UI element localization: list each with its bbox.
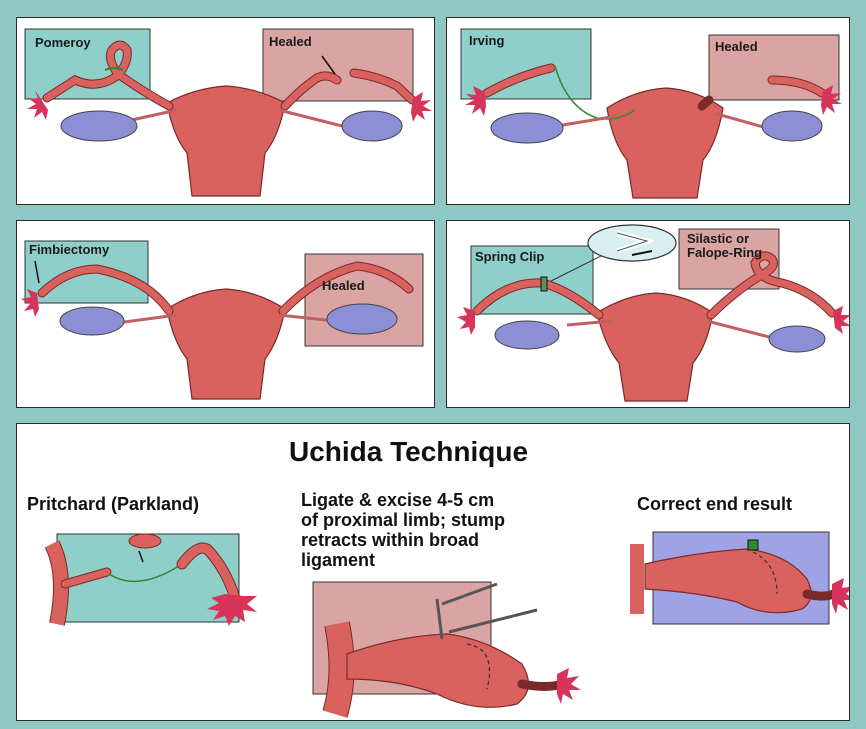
excised-segment <box>129 534 161 548</box>
uterus <box>167 289 285 399</box>
panel-irving: Irving Healed <box>446 17 850 205</box>
fimbriae <box>21 289 39 317</box>
uterus <box>597 293 713 401</box>
healed-label: Healed <box>269 35 312 49</box>
pomeroy-label: Pomeroy <box>35 36 91 50</box>
panel-clip-ring: Spring Clip Silastic or Falope-Ring <box>446 220 850 408</box>
left-ovary <box>60 307 124 335</box>
right-ovary <box>769 326 825 352</box>
result-ligature <box>748 540 758 550</box>
ligate-broad-ligament <box>347 634 528 707</box>
left-ovary <box>495 321 559 349</box>
irving-label: Irving <box>469 34 504 48</box>
irving-diagram <box>447 18 850 205</box>
left-ovary <box>491 113 563 143</box>
right-ovary <box>327 304 397 334</box>
left-ovary <box>61 111 137 141</box>
fimbriectomy-label: Fimbiectomy <box>29 243 109 257</box>
right-ovary <box>342 111 402 141</box>
ligate-fimbriae <box>557 668 581 704</box>
healed-label: Healed <box>715 40 758 54</box>
panel-uchida: Uchida Technique Pritchard (Parkland) Li… <box>16 423 850 721</box>
healed-label: Healed <box>322 279 365 293</box>
right-ovary <box>762 111 822 141</box>
result-fimbriae <box>832 578 850 614</box>
spring-clip <box>541 277 547 291</box>
spring-clip-label: Spring Clip <box>475 250 544 264</box>
uchida-diagrams <box>17 424 850 721</box>
panel-pomeroy: Pomeroy Healed <box>16 17 435 205</box>
ligate-uterus-edge <box>335 624 342 714</box>
ring-label-line2: Falope-Ring <box>687 246 762 260</box>
clip-zoom-bubble <box>588 225 676 261</box>
ring-label-line1: Silastic or <box>687 232 749 246</box>
uterus <box>167 86 285 196</box>
panel-fimbriectomy: Fimbiectomy Healed <box>16 220 435 408</box>
